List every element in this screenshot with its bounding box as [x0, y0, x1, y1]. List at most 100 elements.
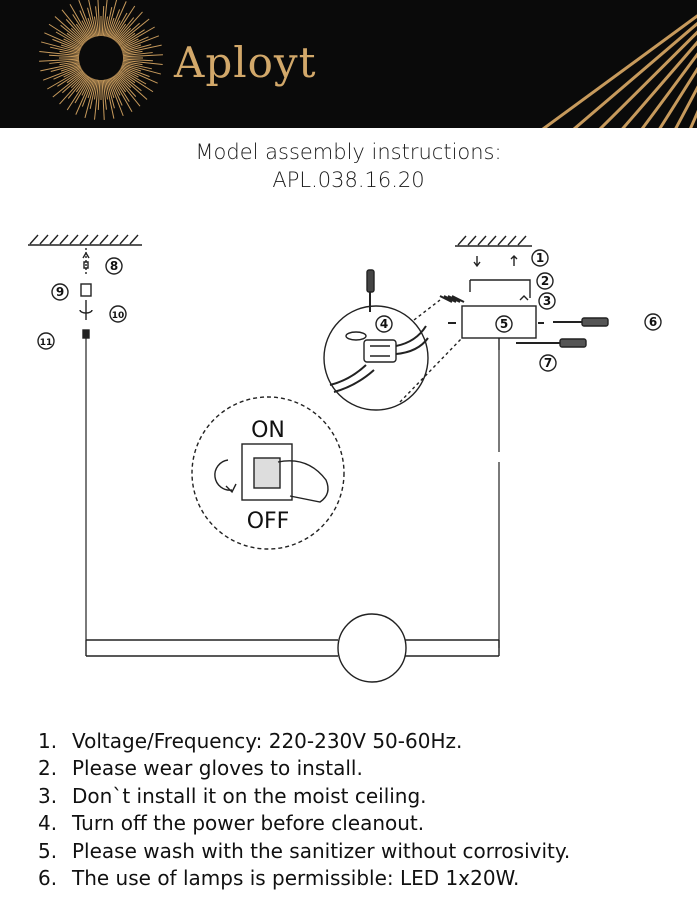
sunburst-ray: [122, 44, 152, 53]
sunburst-ray: [122, 63, 162, 75]
sunburst-ray: [109, 1, 127, 39]
callout-number: 8: [110, 259, 118, 273]
sunburst-ray: [47, 68, 83, 90]
sunburst-ray: [79, 10, 93, 39]
callout-number: 7: [544, 356, 552, 370]
rule-item: 1.Voltage/Frequency: 220-230V 50-60Hz.: [38, 728, 570, 755]
sunburst-ray: [65, 19, 87, 42]
rule-text: Turn off the power before cleanout.: [72, 811, 425, 836]
sunburst-ray: [94, 79, 100, 120]
sunburst-ray: [49, 54, 80, 58]
power-switch-detail: [191, 396, 345, 550]
sunburst-ray: [81, 77, 92, 96]
sunburst-ray: [122, 44, 162, 54]
callout-circle: [109, 305, 127, 323]
sunburst-ray: [106, 79, 115, 109]
sunburst-ray: [66, 70, 84, 84]
sunburst-graphic: [39, 0, 697, 128]
sunburst-ray: [87, 17, 95, 38]
sunburst-ray: [106, 0, 118, 37]
sunburst-ray: [40, 62, 80, 72]
callout-circle: [531, 249, 549, 267]
sunburst-ray: [40, 41, 80, 53]
sunburst-ray: [61, 9, 88, 42]
screwdriver-right-upper: [553, 317, 609, 327]
rule-item: 3.Don`t install it on the moist ceiling.: [38, 783, 570, 810]
callout-number: 3: [543, 294, 551, 308]
sunburst-ray: [108, 9, 121, 38]
rule-number: 2.: [38, 756, 58, 781]
sunburst-ray: [120, 36, 149, 50]
rule-text: Please wash with the sanitizer without c…: [72, 838, 571, 863]
sunburst-ray: [60, 24, 85, 45]
sunburst-ray: [572, 21, 697, 128]
sunburst-ray: [122, 62, 152, 70]
sunburst-ray: [110, 20, 121, 39]
sunburst-ray: [72, 14, 90, 40]
sunburst-ray: [60, 64, 81, 72]
sunburst-ray: [97, 79, 101, 110]
sunburst-ray: [122, 52, 153, 57]
rule-text: Voltage/Frequency: 220-230V 50-60Hz.: [72, 729, 463, 753]
title-line-1: Model assembly instructions:: [195, 140, 502, 164]
sunburst-ray: [120, 66, 158, 84]
sunburst-ray: [113, 23, 127, 41]
callout-number: 6: [649, 315, 657, 329]
sunburst-ray: [93, 79, 99, 100]
sunburst-ray: [117, 22, 140, 44]
sunburst-ray: [44, 32, 82, 50]
sunburst-ray: [93, 16, 99, 37]
sunburst-ray: [75, 23, 89, 41]
sunburst-ray: [87, 78, 95, 99]
sunburst-ray: [115, 11, 143, 42]
sunburst-ray: [122, 58, 153, 62]
callout-circle: [539, 354, 557, 372]
callout-number: 10: [112, 311, 125, 321]
sunburst-ray: [111, 12, 128, 40]
sunburst-ray: [108, 78, 124, 117]
sunburst-ray: [120, 67, 139, 78]
sunburst-ray: [78, 0, 94, 38]
sunburst-ray: [87, 7, 96, 37]
sunburst-ray: [621, 40, 697, 128]
callout-circle: [375, 315, 393, 333]
sunburst-ray: [60, 44, 81, 52]
sunburst-ray: [95, 6, 100, 37]
left-ceiling-hatch: [28, 234, 142, 246]
sunburst-ray: [121, 65, 150, 78]
callout-circle: [51, 283, 69, 301]
sunburst-ray: [50, 63, 80, 72]
rule-item: 4. Turn off the power before cleanout.: [38, 810, 570, 837]
sunburst-ray: [63, 67, 82, 78]
sunburst-ray: [52, 71, 85, 98]
rule-number: 5.: [38, 838, 58, 863]
sunburst-ray: [103, 79, 109, 100]
rule-text: The use of lamps is permissible: LED 1x2…: [72, 866, 520, 891]
sunburst-ray: [640, 52, 697, 128]
callout-number: 4: [380, 317, 388, 331]
callout-number: 2: [541, 274, 549, 288]
rule-number: 4.: [38, 811, 58, 836]
sunburst-ray: [122, 60, 143, 66]
screwdriver-top: [366, 269, 375, 312]
callout-circle: [37, 332, 55, 350]
right-ceiling-hatch: [455, 235, 532, 247]
sunburst-ray: [88, 0, 97, 37]
sunburst-ray: [55, 31, 83, 48]
sunburst-ray: [118, 32, 136, 46]
sunburst-ray: [117, 71, 142, 92]
sunburst-ray: [59, 50, 80, 56]
safety-rules-list: 1.Voltage/Frequency: 220-230V 50-60Hz. 2…: [38, 728, 570, 892]
wiring-detail: [323, 299, 463, 411]
sunburst-ray: [113, 75, 127, 93]
screwdriver-right-lower: [522, 338, 587, 348]
sunburst-ray: [101, 79, 105, 120]
sunburst-ray: [119, 69, 154, 93]
sunburst-ray: [53, 66, 82, 80]
rule-item: 5. Please wash with the sanitizer without…: [38, 838, 570, 865]
sunburst-ray: [89, 79, 97, 109]
callout-circle: [495, 315, 513, 333]
callout-number: 1: [536, 251, 544, 265]
